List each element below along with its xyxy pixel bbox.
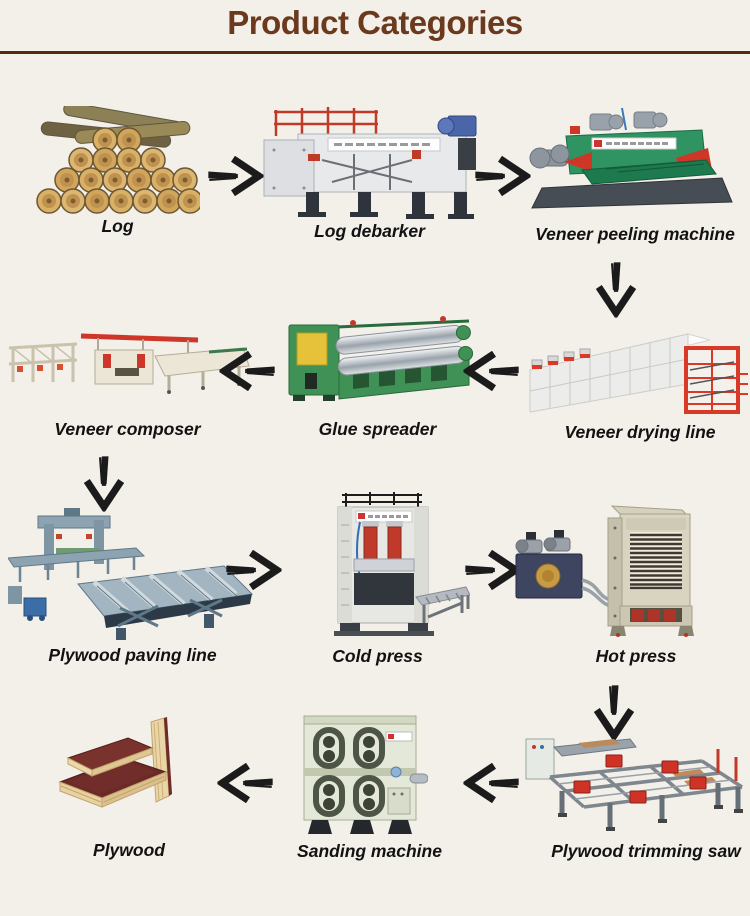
veneer-peeling-machine-image: [526, 106, 734, 218]
cold-press-image: [312, 491, 470, 641]
plywood-paving-line-image: [8, 508, 256, 641]
label-veneer-peeling-machine: Veneer peeling machine: [535, 224, 735, 244]
label-log: Log: [101, 216, 134, 236]
title-underline: [0, 51, 750, 54]
label-plywood: Plywood: [93, 840, 165, 860]
page-title: Product Categories: [227, 4, 523, 41]
arrow-down-icon: [84, 454, 124, 512]
plywood-image: [48, 710, 183, 832]
arrow-right-icon: [224, 550, 282, 590]
label-log-debarker: Log debarker: [314, 221, 425, 241]
arrow-left-icon: [463, 763, 521, 803]
glue-spreader-image: [283, 311, 473, 403]
arrow-left-icon: [217, 763, 275, 803]
label-glue-spreader: Glue spreader: [318, 419, 437, 439]
plywood-trimming-saw-image: [522, 721, 746, 837]
veneer-composer-image: [3, 326, 251, 396]
label-plywood-trimming-saw: Plywood trimming saw: [551, 841, 741, 861]
veneer-drying-line-image: [520, 324, 748, 420]
arrow-left-icon: [219, 351, 277, 391]
arrow-left-icon: [463, 351, 521, 391]
label-veneer-drying-line: Veneer drying line: [564, 422, 716, 442]
hot-press-image: [512, 488, 697, 642]
label-sanding-machine: Sanding machine: [297, 841, 442, 861]
label-veneer-composer: Veneer composer: [54, 419, 201, 439]
label-cold-press: Cold press: [332, 646, 423, 666]
log-image: [35, 106, 200, 218]
arrow-right-icon: [206, 156, 264, 196]
arrow-down-icon: [596, 260, 636, 318]
label-hot-press: Hot press: [595, 646, 677, 666]
label-plywood-paving-line: Plywood paving line: [48, 645, 217, 665]
log-debarker-image: [262, 102, 477, 220]
sanding-machine-image: [298, 712, 428, 839]
arrow-right-icon: [473, 156, 531, 196]
